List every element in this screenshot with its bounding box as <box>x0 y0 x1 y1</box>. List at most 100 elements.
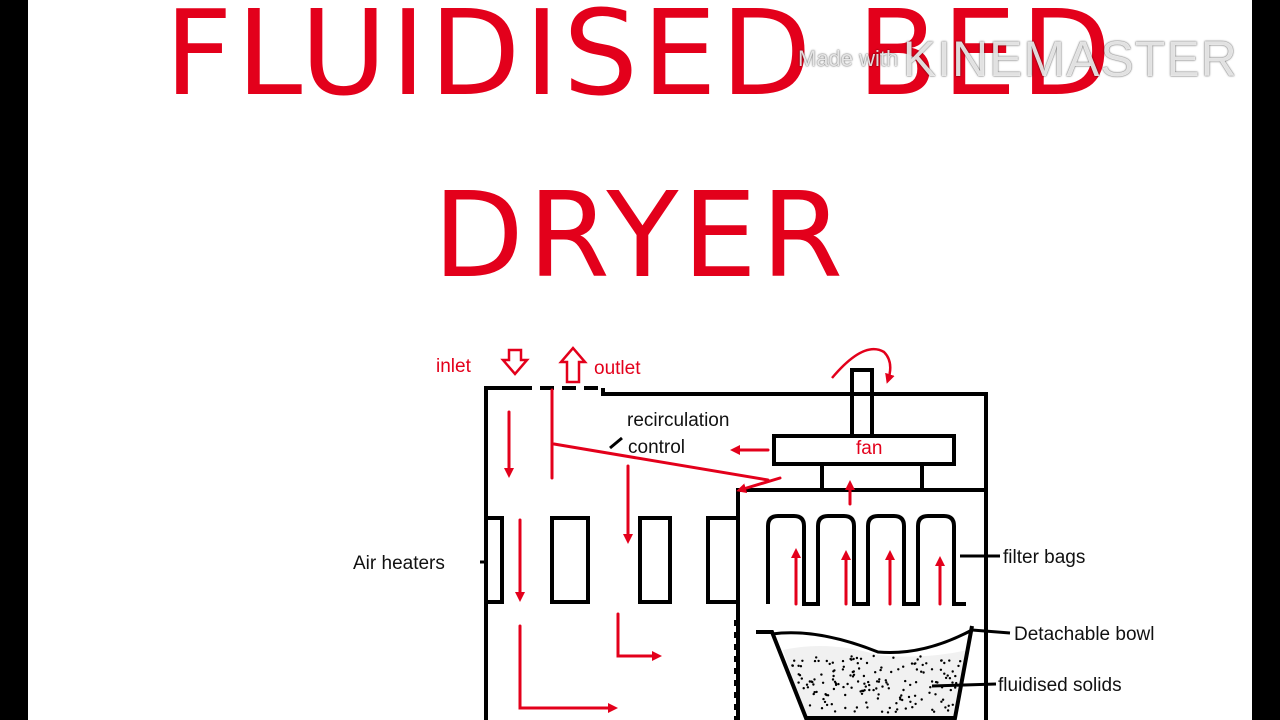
solid-particle <box>856 680 860 683</box>
solid-particle <box>904 707 907 710</box>
solid-particle <box>813 691 816 694</box>
solid-particle <box>866 706 869 709</box>
solid-particle <box>825 659 828 663</box>
solid-particle <box>898 696 902 699</box>
solid-particle <box>948 659 951 662</box>
slide-canvas: FLUIDISED BED DRYER <box>28 0 1252 720</box>
solid-particle <box>864 685 867 688</box>
filter-bags <box>766 514 966 606</box>
label-inlet: inlet <box>436 356 472 377</box>
solid-particle <box>913 662 916 665</box>
title-line-1: FLUIDISED BED <box>164 0 1116 122</box>
solid-particle <box>812 692 815 696</box>
title-line-2: DRYER <box>433 166 847 304</box>
solid-particle <box>944 676 948 680</box>
solid-particle <box>868 683 871 687</box>
solid-particle <box>855 656 859 660</box>
solid-particle <box>820 707 824 710</box>
air-bottom-turn-2 <box>616 612 662 661</box>
solid-particle <box>801 659 804 662</box>
solid-particle <box>808 704 812 707</box>
solid-particle <box>902 665 905 668</box>
recirculation-flow <box>552 442 770 482</box>
solid-particle <box>931 708 934 711</box>
solid-particle <box>815 656 818 659</box>
solid-particle <box>930 680 934 683</box>
solid-particle <box>949 688 952 692</box>
solid-particle <box>831 661 834 664</box>
solid-particle <box>875 687 878 690</box>
solid-particle <box>951 703 954 706</box>
solid-particle <box>951 681 954 684</box>
outlet-arrow-outline <box>558 346 588 384</box>
solid-particle <box>849 674 852 677</box>
fluidised-bed-dryer-diagram: inlet outlet recirculation control fan A… <box>353 346 1154 720</box>
solid-particle <box>846 682 849 686</box>
solid-particle <box>913 694 917 697</box>
solid-particle <box>947 704 950 707</box>
solid-particle <box>872 654 875 658</box>
solid-particle <box>928 691 931 694</box>
solid-particle <box>800 677 803 680</box>
solid-particle <box>820 673 823 676</box>
solid-particle <box>815 690 818 694</box>
solid-particle <box>925 662 928 665</box>
solid-particle <box>897 668 900 671</box>
solid-particle <box>944 706 947 709</box>
solid-particle <box>884 679 887 682</box>
label-detachable-bowl: Detachable bowl <box>1014 624 1154 645</box>
solid-particle <box>887 687 890 690</box>
solid-particle <box>934 680 938 684</box>
solid-particle <box>856 662 859 665</box>
leader-detachable-bowl <box>971 628 1011 635</box>
solid-particle <box>920 698 923 701</box>
solid-particle <box>841 659 845 663</box>
solid-particle <box>857 667 861 670</box>
solid-particle <box>832 674 835 678</box>
label-fan: fan <box>856 438 882 459</box>
solid-particle <box>921 663 924 667</box>
solid-particle <box>943 661 946 665</box>
solid-particle <box>946 674 949 677</box>
fan-rotation-arrow <box>831 347 895 384</box>
bowl-rim <box>771 628 973 654</box>
solid-particle <box>951 670 954 673</box>
solid-particle <box>941 698 945 701</box>
label-air-heaters: Air heaters <box>353 553 445 574</box>
solid-particle <box>880 666 883 669</box>
solid-particle <box>946 709 950 712</box>
solid-particle <box>793 659 796 662</box>
solid-particle <box>934 693 937 696</box>
solid-particle <box>959 660 962 663</box>
solid-particle <box>859 657 863 660</box>
solid-particle <box>878 678 881 681</box>
solid-particle <box>808 680 811 683</box>
solid-particle <box>805 683 809 686</box>
solid-particle <box>874 671 877 674</box>
solid-particle <box>930 668 934 671</box>
solid-particle <box>877 680 881 683</box>
solid-particle <box>886 711 890 714</box>
air-heater-3 <box>638 516 672 604</box>
solid-particle <box>799 665 803 668</box>
solid-particle <box>900 694 903 697</box>
solid-particle <box>922 671 925 674</box>
solid-particle <box>865 661 869 665</box>
label-fluidised-solids: fluidised solids <box>998 675 1122 696</box>
solid-particle <box>907 695 911 699</box>
solid-particle <box>880 710 884 713</box>
solid-particle <box>833 669 836 672</box>
label-recirculation: recirculation <box>627 410 729 431</box>
chamber-to-recirc-arrow <box>736 476 782 494</box>
solid-particle <box>806 686 810 689</box>
solid-particle <box>862 674 866 678</box>
solid-particle <box>841 668 845 671</box>
leader-lines <box>480 436 1011 688</box>
solid-particle <box>940 700 943 703</box>
solid-particle <box>860 692 864 695</box>
leader-control <box>609 436 623 450</box>
solid-particle <box>875 680 879 683</box>
solid-particle <box>798 674 802 677</box>
solid-particle <box>920 670 923 673</box>
solid-particle <box>876 697 880 700</box>
